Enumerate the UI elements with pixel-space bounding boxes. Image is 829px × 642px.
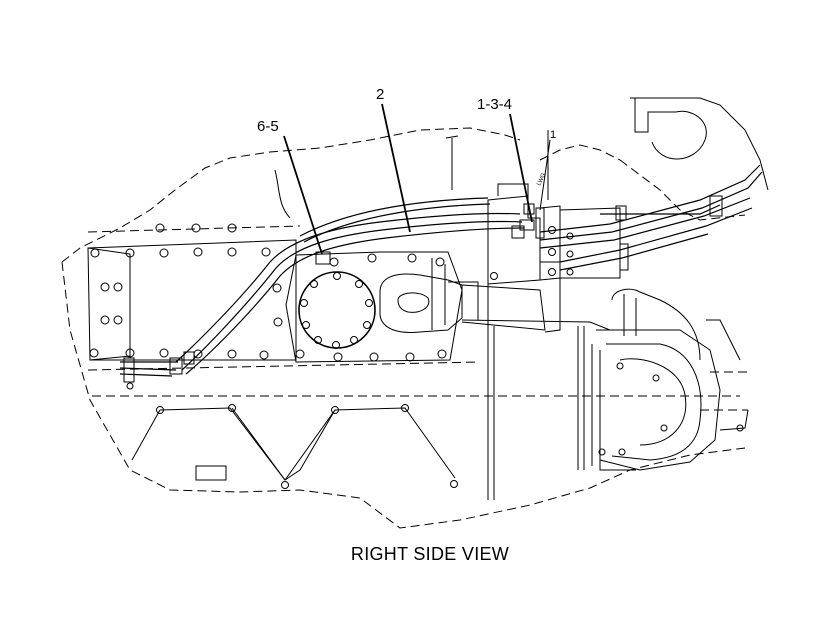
- round-cover-plate: [285, 251, 463, 363]
- mounting-block: [487, 183, 621, 500]
- callout-1: 1: [550, 129, 556, 141]
- callout-2: 2: [376, 86, 384, 103]
- stamped-marks: LWG: [536, 172, 547, 187]
- view-caption: RIGHT SIDE VIEW: [351, 544, 509, 564]
- callout-6-5: 6-5: [257, 118, 279, 135]
- hose-routing: [119, 130, 763, 390]
- panel-bolt-row-bottom: [89, 348, 269, 360]
- callout-1-3-4: 1-3-4: [477, 96, 512, 113]
- panel-bolt-row-top: [90, 223, 271, 258]
- turbo-assembly: [577, 288, 749, 471]
- svg-text:LWG: LWG: [536, 172, 547, 187]
- side-cover-panel: [87, 223, 740, 397]
- engine-outline: [61, 97, 769, 529]
- callout-labels: 6-5 2 1-3-4 1: [257, 86, 556, 141]
- panel-bolt-row-mid: [100, 282, 283, 327]
- outlet-elbow: [379, 258, 611, 333]
- callout-leaders: [283, 103, 551, 255]
- lower-braces: [131, 404, 458, 489]
